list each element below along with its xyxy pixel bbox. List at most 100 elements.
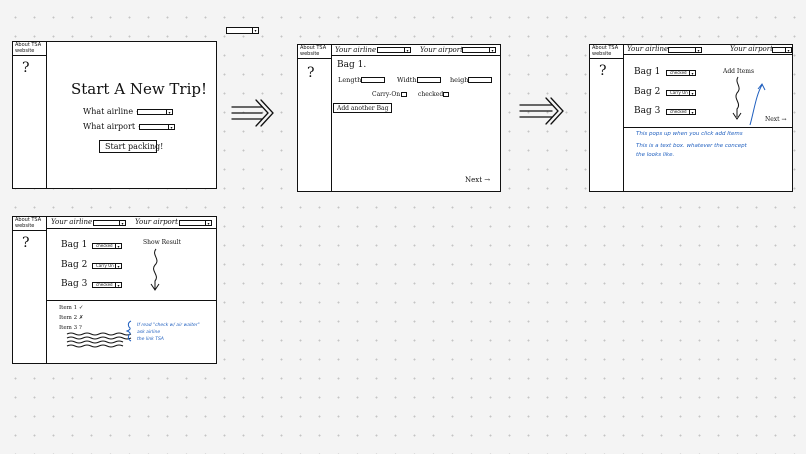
airline-question: What airline ~ — [83, 107, 143, 116]
arrow-2-lines — [519, 104, 553, 118]
chevron-down-icon: ▾ — [252, 28, 258, 33]
bag-type-value: Carry On — [96, 263, 114, 268]
arrow-1-lines — [231, 106, 263, 120]
airline-label: Your airline : — [51, 218, 97, 226]
sidebar: About TSA website ? — [13, 42, 47, 188]
chevron-down-icon: ▾ — [166, 110, 172, 115]
frame-bag-details: About TSA website ? Your airline : ▾ You… — [297, 44, 501, 192]
bag-2-type-select[interactable]: Carry On▾ — [92, 263, 122, 269]
help-icon[interactable]: ? — [307, 65, 315, 81]
about-link[interactable]: About TSA website — [590, 45, 624, 59]
airline-select[interactable]: ▾ — [93, 220, 126, 226]
add-bag-label: Add another Bag — [337, 105, 389, 112]
airport-select[interactable]: ▾ — [462, 47, 496, 53]
chevron-down-icon: ▾ — [489, 48, 495, 53]
chevron-down-icon: ▾ — [695, 48, 701, 53]
bag-2-label: Bag 2 — [634, 87, 661, 97]
checked-checkbox[interactable] — [443, 92, 449, 97]
length-input[interactable] — [361, 77, 385, 83]
chevron-down-icon: ▾ — [785, 48, 791, 53]
bag-1-type-select[interactable]: checked▾ — [666, 70, 696, 76]
item-row: Item 1 ✓ — [59, 305, 84, 311]
note-textbox-cont: the looks like. — [636, 152, 675, 158]
divider — [47, 300, 216, 301]
scribble-line — [66, 336, 132, 340]
airport-label: Your airport : — [420, 46, 468, 54]
wavy-arrow — [150, 248, 160, 291]
add-items-link[interactable]: Add Items — [723, 68, 755, 75]
divider — [624, 127, 792, 128]
airport-select[interactable]: ▾ — [139, 124, 175, 130]
frame-results: About TSA website ? Your airline : ▾ You… — [12, 216, 217, 364]
chevron-down-icon: ▾ — [205, 221, 211, 226]
height-label: height — [450, 76, 472, 84]
checked-label: checked — [418, 91, 444, 98]
bag-1-type-select[interactable]: checked▾ — [92, 243, 122, 249]
note-tsa-link: the link TSA — [137, 337, 164, 342]
arrow-1-head — [255, 99, 274, 127]
item-row: Item 3 ? — [59, 325, 82, 331]
airport-select[interactable]: ▾ — [772, 47, 792, 53]
frame-start-trip: About TSA website ? Start A New Trip! Wh… — [12, 41, 217, 189]
help-icon[interactable]: ? — [22, 60, 30, 76]
note-textbox: This is a text box. whatever the concept — [636, 143, 747, 149]
chevron-down-icon: ▾ — [119, 221, 125, 226]
about-link[interactable]: About TSA website — [298, 45, 332, 59]
airport-question: What airport ~ — [83, 122, 145, 131]
note-airline-check: If read "check w/ air waiter" — [137, 323, 200, 328]
scribble-line — [66, 332, 132, 336]
frame-bag-list: About TSA website ? Your airline : ▾ You… — [589, 44, 793, 192]
chevron-down-icon: ▾ — [168, 125, 174, 130]
sidebar: About TSA website ? — [590, 45, 624, 191]
bag-type-value: checked — [96, 243, 113, 248]
length-label: Length — [338, 76, 362, 84]
blue-arrow — [749, 83, 766, 126]
chevron-down-icon: ▾ — [689, 71, 695, 76]
note-ask-airline: ask airline — [137, 330, 161, 335]
scribble-line — [66, 340, 124, 344]
bag-type-value: Carry On — [670, 90, 688, 95]
width-label: Width — [397, 76, 417, 84]
chevron-down-icon: ▾ — [404, 48, 410, 53]
carry-on-checkbox[interactable] — [401, 92, 407, 97]
blue-brace — [125, 320, 132, 342]
carry-on-label: Carry-On — [372, 91, 401, 98]
help-icon[interactable]: ? — [22, 235, 30, 251]
airport-label: Your airport : — [730, 45, 778, 53]
bag-type-value: checked — [670, 109, 687, 114]
about-link[interactable]: About TSA website — [13, 42, 47, 56]
airline-select[interactable]: ▾ — [377, 47, 411, 53]
start-packing-label: Start packing! — [105, 142, 164, 151]
bag-2-label: Bag 2 — [61, 260, 88, 270]
airport-select[interactable]: ▾ — [179, 220, 212, 226]
bag-2-type-select[interactable]: Carry On▾ — [666, 90, 696, 96]
top-bar: Your airline : ▾ Your airport : ▾ — [47, 217, 216, 229]
bag-3-type-select[interactable]: checked▾ — [92, 282, 122, 288]
airline-select[interactable]: ▾ — [137, 109, 173, 115]
start-packing-button[interactable]: Start packing! — [99, 140, 163, 153]
bag-type-value: checked — [96, 282, 113, 287]
airport-label: Your airport : — [135, 218, 183, 226]
bag-1-label: Bag 1 — [634, 67, 661, 77]
next-link[interactable]: Next → — [765, 116, 787, 123]
bag-3-type-select[interactable]: checked▾ — [666, 109, 696, 115]
chevron-down-icon: ▾ — [689, 91, 695, 96]
next-link[interactable]: Next → — [465, 176, 491, 184]
frame3-sketch-marks — [732, 76, 766, 126]
bag-3-label: Bag 3 — [634, 106, 661, 116]
show-result-link[interactable]: Show Result — [143, 239, 181, 246]
airline-label: Your airline : — [335, 46, 381, 54]
about-link[interactable]: About TSA website — [13, 217, 47, 231]
scribble-line — [66, 344, 124, 348]
airline-select[interactable]: ▾ — [668, 47, 702, 53]
height-input[interactable] — [468, 77, 492, 83]
add-bag-button[interactable]: Add another Bag — [333, 103, 392, 113]
sidebar: About TSA website ? — [298, 45, 332, 191]
floating-select[interactable]: ▾ — [226, 27, 259, 34]
bag-type-value: checked — [670, 70, 687, 75]
width-input[interactable] — [417, 77, 441, 83]
top-bar: Your airline : ▾ Your airport : ▾ — [332, 45, 500, 56]
help-icon[interactable]: ? — [599, 63, 607, 79]
frame4-sketch-marks — [66, 248, 160, 348]
